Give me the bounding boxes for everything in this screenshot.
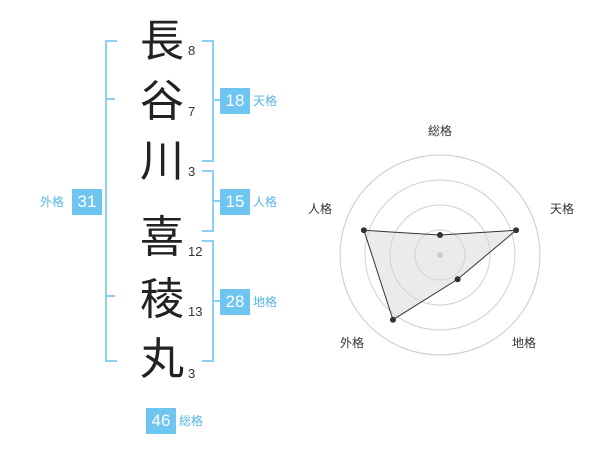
radar-area (363, 229, 518, 321)
tenkaku-bracket (202, 40, 214, 162)
radar-ring (339, 154, 541, 356)
radar-axis-label-2: 天格 (550, 201, 574, 216)
radar-point-3 (454, 276, 461, 283)
gaikaku-bracket (105, 40, 117, 362)
chikaku-value-badge: 28 (220, 289, 250, 315)
stroke-count-4: 12 (188, 244, 203, 259)
soukaku-value-badge: 46 (146, 408, 176, 434)
soukaku-label: 総格 (179, 414, 204, 428)
chikaku-tick (212, 300, 220, 302)
stroke-count-2: 7 (188, 104, 196, 119)
jinkaku-label: 人格 (253, 195, 278, 209)
radar-ring (414, 229, 466, 281)
jinkaku-value-badge: 15 (220, 189, 250, 215)
gaikaku-value-badge: 31 (72, 189, 102, 215)
name-char-2: 谷 (140, 76, 184, 127)
stroke-count-1: 8 (188, 43, 196, 58)
radar-center-dot (437, 252, 443, 258)
radar-axis-label-5: 人格 (308, 201, 332, 216)
radar-polygon (363, 229, 518, 321)
name-char-4: 喜 (140, 212, 184, 263)
radar-point-4 (389, 316, 396, 323)
radar-point-5 (360, 227, 367, 234)
radar-axis-label-3: 地格 (512, 335, 536, 350)
tenkaku-tick (212, 99, 220, 101)
radar-ring (389, 204, 491, 306)
name-char-5: 稜 (140, 274, 184, 325)
name-char-1: 長 (140, 16, 184, 67)
radar-point-2 (513, 227, 520, 234)
chikaku-label: 地格 (253, 295, 278, 309)
gaikaku-label: 外格 (40, 195, 65, 209)
jinkaku-tick (212, 200, 220, 202)
stroke-count-3: 3 (188, 164, 196, 179)
name-char-3: 川 (140, 136, 184, 187)
radar-axis-label-1: 総格 (428, 123, 452, 138)
name-char-6: 丸 (140, 334, 184, 385)
radar-point-1 (437, 232, 443, 238)
gaikaku-tick (105, 98, 115, 100)
radar-ring (364, 179, 516, 331)
stroke-count-5: 13 (188, 304, 203, 319)
stroke-count-6: 3 (188, 366, 196, 381)
gaikaku-tick-2 (105, 295, 115, 297)
tenkaku-label: 天格 (253, 94, 278, 108)
tenkaku-value-badge: 18 (220, 88, 250, 114)
radar-points (360, 227, 520, 323)
radar-axis-label-4: 外格 (340, 335, 364, 350)
